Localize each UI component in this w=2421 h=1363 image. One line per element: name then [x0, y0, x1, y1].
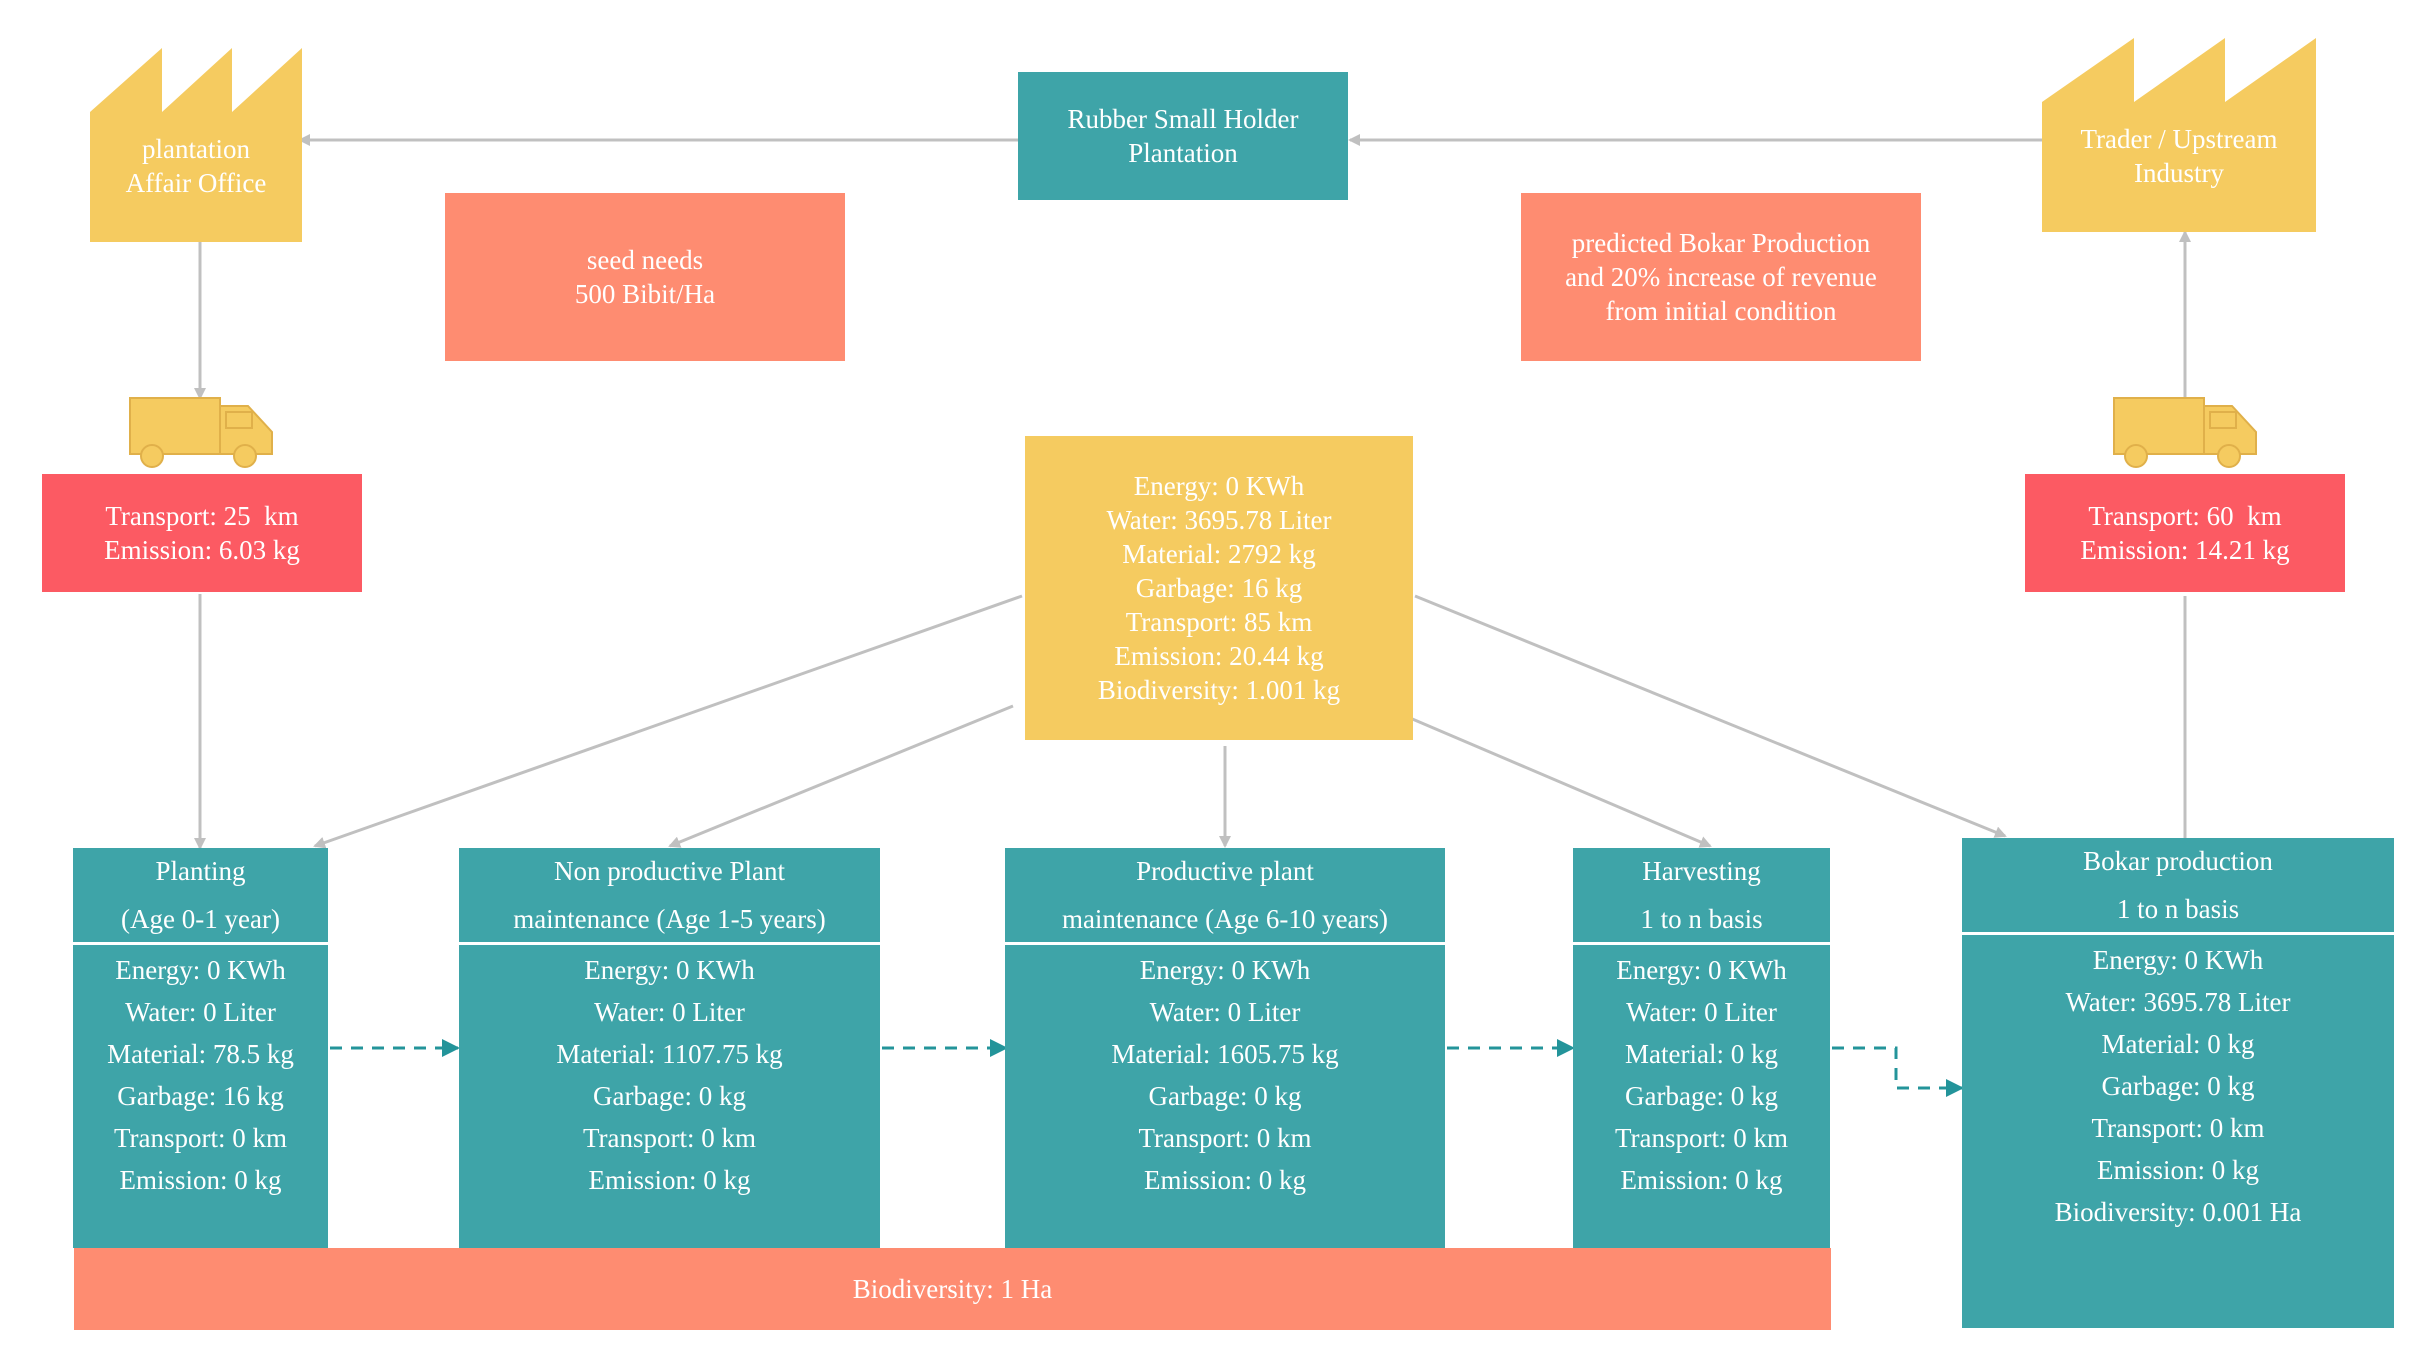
- transport-right-line2: Emission: 14.21 kg: [2080, 535, 2290, 565]
- right-factory-line2: Industry: [2134, 158, 2224, 188]
- stage-metric: Transport: 0 km: [582, 1123, 757, 1153]
- left-factory-line2: Affair Office: [125, 168, 267, 198]
- summary-box: Energy: 0 KWh Water: 3695.78 Liter Mater…: [1025, 436, 1413, 740]
- stage-metric: Energy: 0 KWh: [1139, 955, 1311, 985]
- stage-metric: Emission: 0 kg: [1620, 1165, 1783, 1195]
- stage-metric: Emission: 0 kg: [588, 1165, 751, 1195]
- trader-upstream-industry: Trader / Upstream Industry: [2042, 38, 2316, 232]
- seed-needs-line1: seed needs: [586, 245, 704, 275]
- stage-title: Bokar production: [2083, 846, 2273, 876]
- rubber-plantation-box: Rubber Small Holder Plantation: [1018, 72, 1348, 200]
- prediction-line1: predicted Bokar Production: [1571, 228, 1871, 258]
- stage-metric: Transport: 0 km: [1614, 1123, 1789, 1153]
- summary-line: Garbage: 16 kg: [1135, 573, 1303, 603]
- transport-left-box: Transport: 25 km Emission: 6.03 kg: [42, 474, 362, 592]
- stage-metric: Transport: 0 km: [2091, 1113, 2265, 1143]
- transport-right-line1: Transport: 60 km: [2088, 501, 2282, 531]
- left-factory-line1: plantation: [142, 134, 250, 164]
- stage-metric: Garbage: 0 kg: [2101, 1071, 2255, 1101]
- flow-harvesting-to-bokar: [1832, 1046, 1964, 1097]
- rubber-plantation-line1: Rubber Small Holder: [1067, 104, 1299, 134]
- arrow-summary-to-bokar: [1414, 594, 2007, 838]
- stage-metric: Material: 78.5 kg: [107, 1039, 294, 1069]
- stage-metric: Water: 0 Liter: [125, 997, 276, 1027]
- stage-metric: Energy: 0 KWh: [2092, 945, 2264, 975]
- plantation-affair-office: plantation Affair Office: [90, 48, 302, 242]
- stage-metric: Emission: 0 kg: [119, 1165, 282, 1195]
- stage-subtitle: maintenance (Age 6-10 years): [1061, 904, 1389, 934]
- right-factory-line1: Trader / Upstream: [2080, 124, 2278, 154]
- stage-metric: Garbage: 16 kg: [117, 1081, 284, 1111]
- seed-needs-note: seed needs 500 Bibit/Ha: [445, 193, 845, 361]
- stage-nonproductive-maintenance: Non productive Plant maintenance (Age 1-…: [459, 848, 880, 1248]
- truck-icon: [2113, 397, 2257, 468]
- prediction-note: predicted Bokar Production and 20% incre…: [1521, 193, 1921, 361]
- stage-metric: Energy: 0 KWh: [1616, 955, 1787, 985]
- stage-metric: Material: 0 kg: [2101, 1029, 2255, 1059]
- factory-icon: [2042, 38, 2316, 232]
- prediction-line2: and 20% increase of revenue: [1565, 262, 1877, 292]
- stage-planting: Planting (Age 0-1 year) Energy: 0 KWh Wa…: [73, 848, 328, 1248]
- stage-metric: Water: 0 Liter: [594, 997, 745, 1027]
- stage-subtitle: 1 to n basis: [1640, 904, 1763, 934]
- stage-metric: Water: 0 Liter: [1149, 997, 1301, 1027]
- stage-title: Non productive Plant: [554, 856, 785, 886]
- stage-metric: Emission: 0 kg: [1143, 1165, 1306, 1195]
- summary-line: Biodiversity: 1.001 kg: [1097, 675, 1341, 705]
- stage-metric: Material: 0 kg: [1625, 1039, 1778, 1069]
- transport-left-line2: Emission: 6.03 kg: [104, 535, 300, 565]
- factory-icon: [90, 48, 302, 242]
- rubber-plantation-line2: Plantation: [1128, 138, 1238, 168]
- transport-right-box: Transport: 60 km Emission: 14.21 kg: [2025, 474, 2345, 592]
- stage-metric: Garbage: 0 kg: [1148, 1081, 1302, 1111]
- stage-harvesting: Harvesting 1 to n basis Energy: 0 KWh Wa…: [1573, 848, 1830, 1248]
- seed-needs-line2: 500 Bibit/Ha: [574, 279, 716, 309]
- stage-metric: Water: 3695.78 Liter: [2065, 987, 2291, 1017]
- stage-metric: Material: 1107.75 kg: [556, 1039, 783, 1069]
- prediction-line3: from initial condition: [1605, 296, 1837, 326]
- summary-line: Emission: 20.44 kg: [1114, 641, 1324, 671]
- stage-subtitle: maintenance (Age 1-5 years): [513, 904, 826, 934]
- stage-subtitle: (Age 0-1 year): [121, 904, 280, 934]
- summary-line: Water: 3695.78 Liter: [1106, 505, 1332, 535]
- biodiversity-bar-label: Biodiversity: 1 Ha: [852, 1274, 1053, 1304]
- stage-subtitle: 1 to n basis: [2116, 894, 2240, 924]
- summary-line: Material: 2792 kg: [1122, 539, 1316, 569]
- stage-title: Harvesting: [1642, 856, 1761, 886]
- stage-metric: Emission: 0 kg: [2096, 1155, 2259, 1185]
- stage-metric: Garbage: 0 kg: [1625, 1081, 1778, 1111]
- stage-metric: Garbage: 0 kg: [593, 1081, 746, 1111]
- stage-title: Productive plant: [1136, 856, 1314, 886]
- stage-title: Planting: [155, 856, 246, 886]
- stage-metric: Biodiversity: 0.001 Ha: [2054, 1197, 2302, 1227]
- stage-metric: Material: 1605.75 kg: [1111, 1039, 1339, 1069]
- summary-line: Transport: 85 km: [1125, 607, 1313, 637]
- stage-productive-maintenance: Productive plant maintenance (Age 6-10 y…: [1005, 848, 1445, 1248]
- stage-metric: Energy: 0 KWh: [115, 955, 286, 985]
- stage-metric: Energy: 0 KWh: [584, 955, 755, 985]
- arrow-summary-to-nonproductive: [668, 704, 1014, 848]
- transport-left-line1: Transport: 25 km: [105, 501, 299, 531]
- stage-metric: Transport: 0 km: [113, 1123, 288, 1153]
- biodiversity-bar: Biodiversity: 1 Ha: [74, 1248, 1831, 1330]
- arrow-summary-to-harvesting: [1409, 716, 1712, 848]
- stage-metric: Transport: 0 km: [1138, 1123, 1312, 1153]
- summary-line: Energy: 0 KWh: [1133, 471, 1305, 501]
- stage-metric: Water: 0 Liter: [1626, 997, 1777, 1027]
- truck-icon: [129, 397, 273, 468]
- arrow-summary-to-planting: [313, 594, 1023, 849]
- stage-bokar-production: Bokar production 1 to n basis Energy: 0 …: [1962, 838, 2394, 1328]
